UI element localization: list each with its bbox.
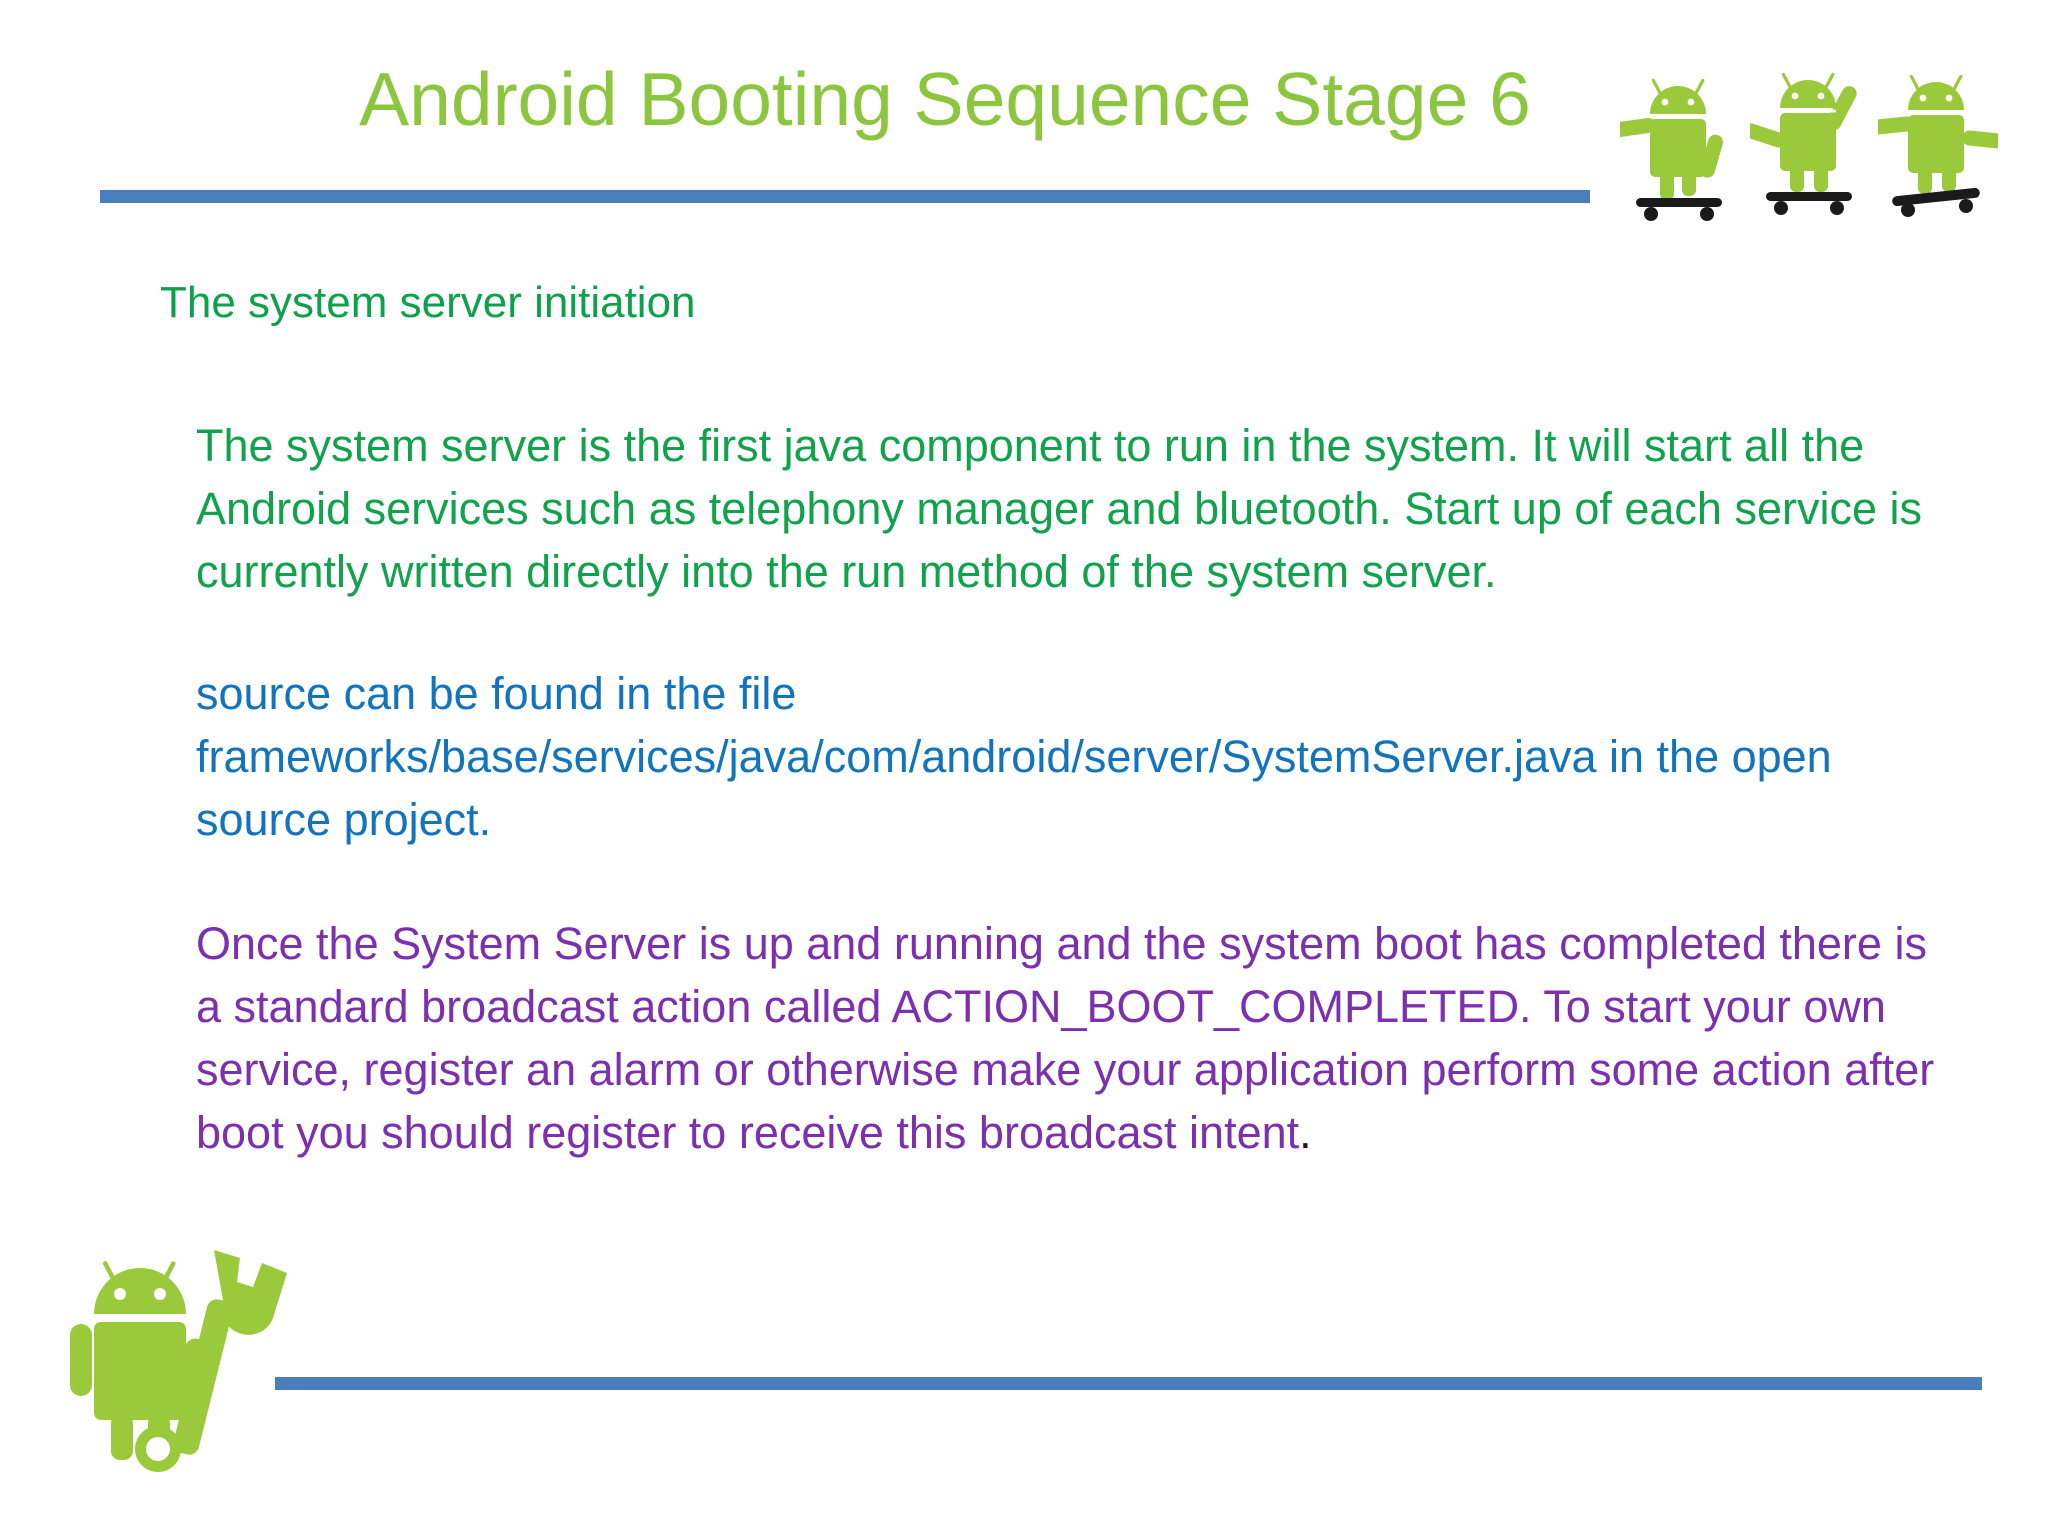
paragraph-body: Once the System Server is up and running… (196, 918, 1935, 1158)
paragraph-source-location: source can be found in the file framewor… (196, 662, 1936, 851)
android-skaters-group (1620, 66, 2020, 221)
title-divider-rule (100, 190, 1590, 203)
paragraph-system-server-description: The system server is the first java comp… (196, 414, 1936, 603)
footer-divider-rule (275, 1377, 1982, 1390)
paragraph-text: source can be found in the file framewor… (196, 668, 1832, 845)
android-robot-skateboard-icon (1620, 78, 1723, 221)
paragraph-boot-completed-broadcast: Once the System Server is up and running… (196, 912, 1936, 1164)
paragraph-text: Once the System Server is up and running… (196, 912, 1936, 1164)
android-robot-skateboard-icon (1750, 72, 1857, 215)
paragraph-text: The system server is the first java comp… (196, 420, 1922, 597)
page-title: Android Booting Sequence Stage 6 (359, 57, 1531, 141)
android-robot-wrench-icon (70, 1250, 287, 1472)
android-robot-skateboard-icon (1878, 74, 1998, 217)
paragraph-trailing-period: . (1299, 1107, 1312, 1158)
section-subheading: The system server initiation (160, 278, 696, 327)
